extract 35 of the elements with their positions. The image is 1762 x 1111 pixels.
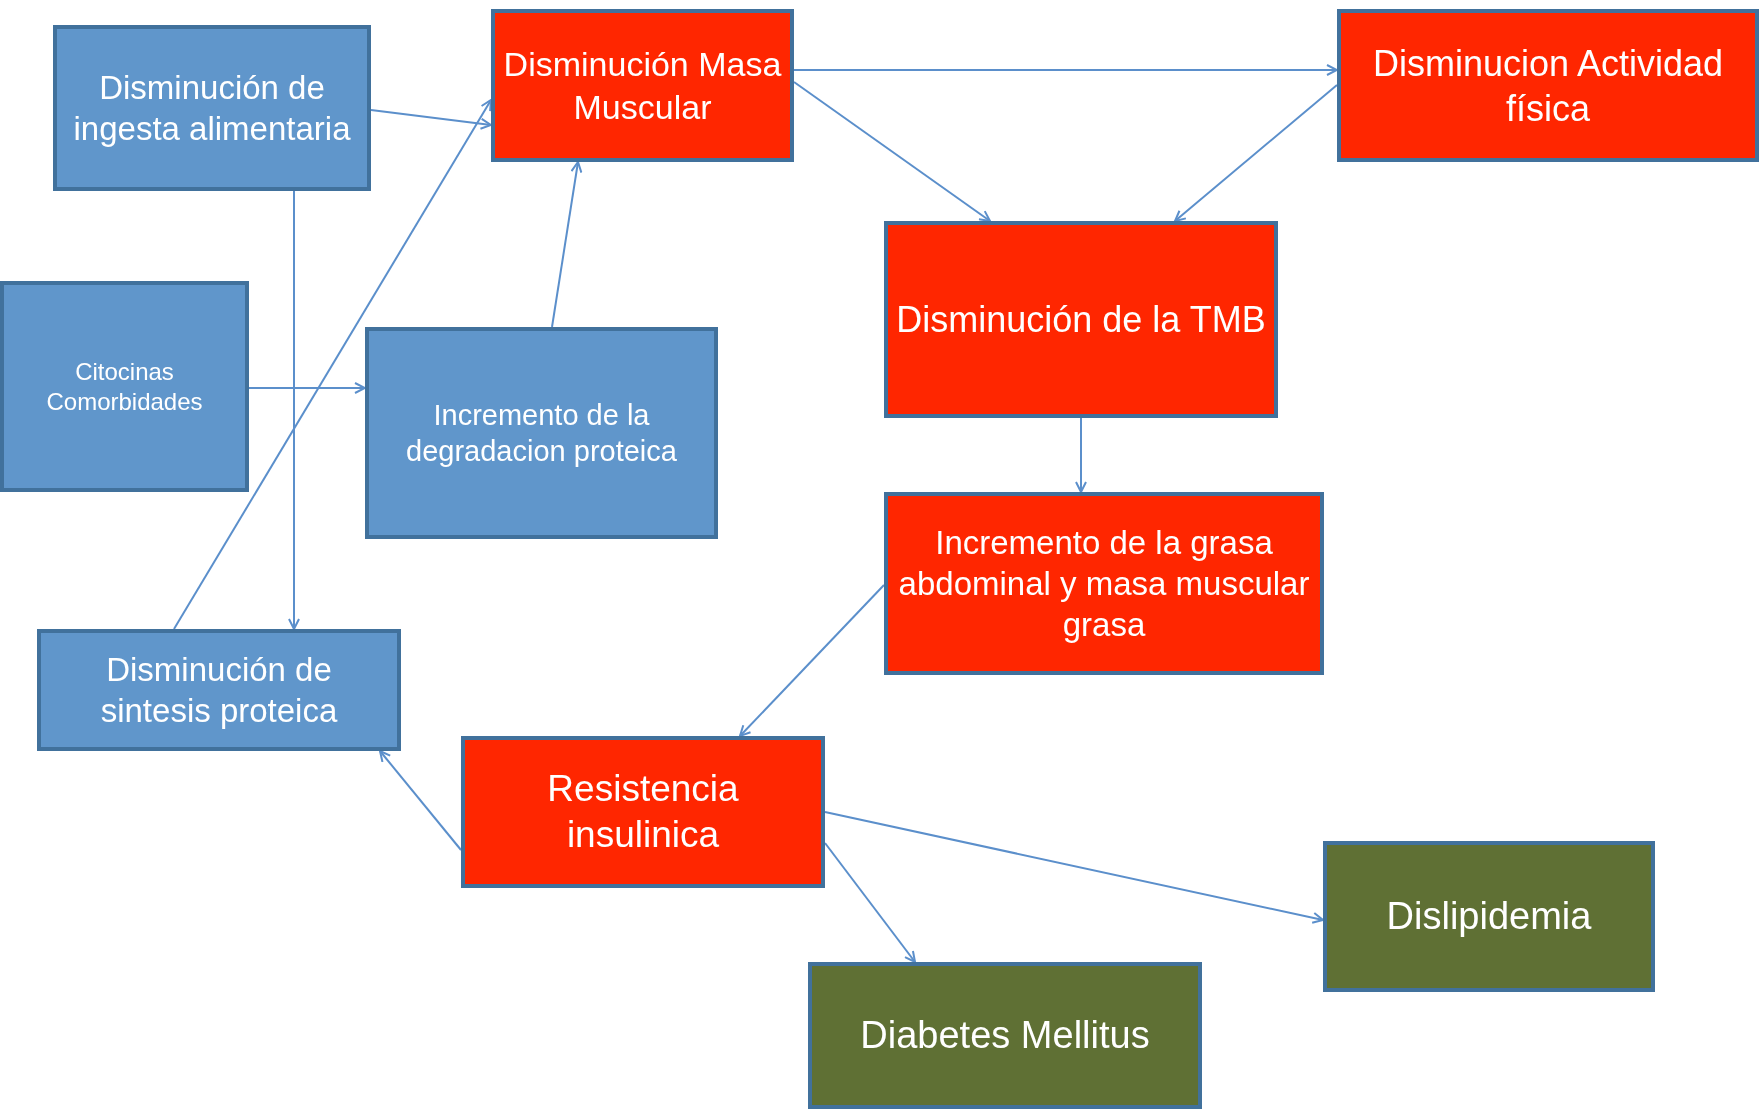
box-label: Incremento de la degradacion proteica xyxy=(405,397,678,469)
arrow xyxy=(173,99,492,630)
arrow xyxy=(551,161,583,328)
box-label: Dislipidemia xyxy=(1386,893,1592,939)
arrow xyxy=(379,750,462,851)
box-label: Disminución de ingesta alimentaria xyxy=(72,67,352,149)
arrow xyxy=(288,190,300,630)
process-box xyxy=(491,9,794,162)
arrow xyxy=(824,842,916,963)
box-label: Disminucion Actividad física xyxy=(1371,41,1725,131)
arrow xyxy=(248,382,366,394)
process-box xyxy=(365,327,718,539)
process-box xyxy=(884,492,1324,675)
box-label: Diabetes Mellitus xyxy=(860,1012,1150,1058)
process-box xyxy=(461,736,825,888)
process-box xyxy=(53,25,371,191)
box-label: Incremento de la grasa abdominal y masa muscular grasa xyxy=(897,522,1311,646)
box-label: Resistencia insulinica xyxy=(546,766,740,857)
process-box xyxy=(1337,9,1759,162)
arrow xyxy=(824,811,1324,924)
process-box xyxy=(1323,841,1655,992)
arrow xyxy=(793,81,991,222)
arrow xyxy=(793,64,1338,76)
box-label: Disminución Masa Muscular xyxy=(503,44,782,128)
arrow xyxy=(1075,417,1087,493)
process-box xyxy=(808,962,1202,1109)
arrow xyxy=(739,584,885,737)
process-box xyxy=(37,629,401,751)
arrow xyxy=(1174,84,1338,222)
process-box xyxy=(884,221,1278,418)
box-label: Citocinas Comorbidades xyxy=(45,356,204,417)
box-label: Disminución de sintesis proteica xyxy=(99,649,339,731)
process-box xyxy=(0,281,249,492)
box-label: Disminución de la TMB xyxy=(896,298,1266,342)
arrow xyxy=(370,109,492,130)
